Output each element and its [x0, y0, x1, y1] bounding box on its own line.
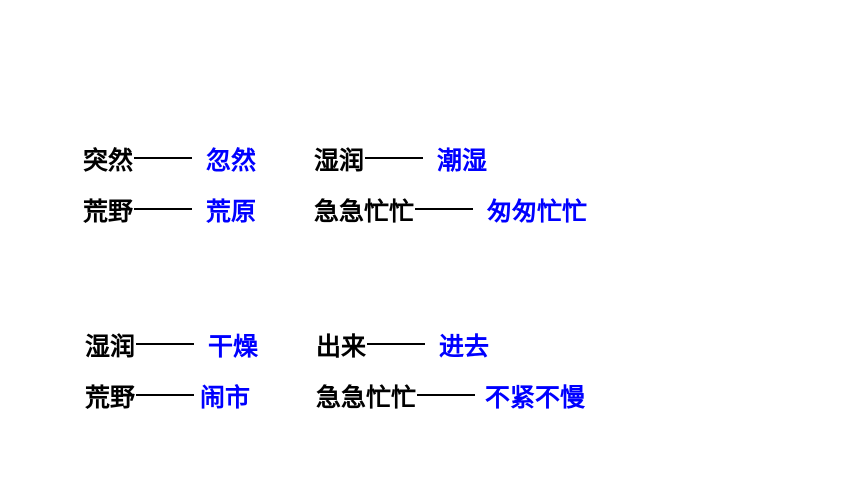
word: 出来	[316, 332, 367, 361]
connector-dash	[415, 208, 474, 210]
connector-dash	[134, 157, 193, 159]
word: 急急忙忙	[316, 383, 417, 412]
synonym-pair-2-right: 急急忙忙 匆匆忙忙	[314, 193, 587, 227]
connector-dash	[134, 208, 193, 210]
connector-dash	[417, 394, 476, 396]
antonym-pair-1-right: 出来 进去	[316, 328, 489, 362]
connector-dash	[136, 394, 195, 396]
synonym-pair-2-left: 荒野 荒原	[83, 193, 256, 227]
answer-word: 不紧不慢	[485, 383, 586, 412]
antonym-pair-2-left: 荒野 闹市	[85, 379, 250, 413]
answer-word: 匆匆忙忙	[487, 197, 588, 226]
answer-word: 干燥	[208, 332, 259, 361]
answer-word: 进去	[439, 332, 490, 361]
antonym-pair-1-left: 湿润 干燥	[85, 328, 258, 362]
connector-dash	[367, 343, 426, 345]
word: 急急忙忙	[314, 197, 415, 226]
answer-word: 潮湿	[437, 146, 488, 175]
word: 荒野	[85, 383, 136, 412]
answer-word: 闹市	[200, 383, 251, 412]
answer-word: 荒原	[206, 197, 257, 226]
answer-word: 忽然	[206, 146, 257, 175]
antonym-pair-2-right: 急急忙忙 不紧不慢	[316, 379, 585, 413]
synonym-pair-1-right: 湿润 潮湿	[314, 142, 487, 176]
word: 湿润	[85, 332, 136, 361]
word: 突然	[83, 146, 134, 175]
connector-dash	[136, 343, 195, 345]
synonym-pair-1-left: 突然 忽然	[83, 142, 256, 176]
word: 湿润	[314, 146, 365, 175]
word: 荒野	[83, 197, 134, 226]
connector-dash	[365, 157, 424, 159]
